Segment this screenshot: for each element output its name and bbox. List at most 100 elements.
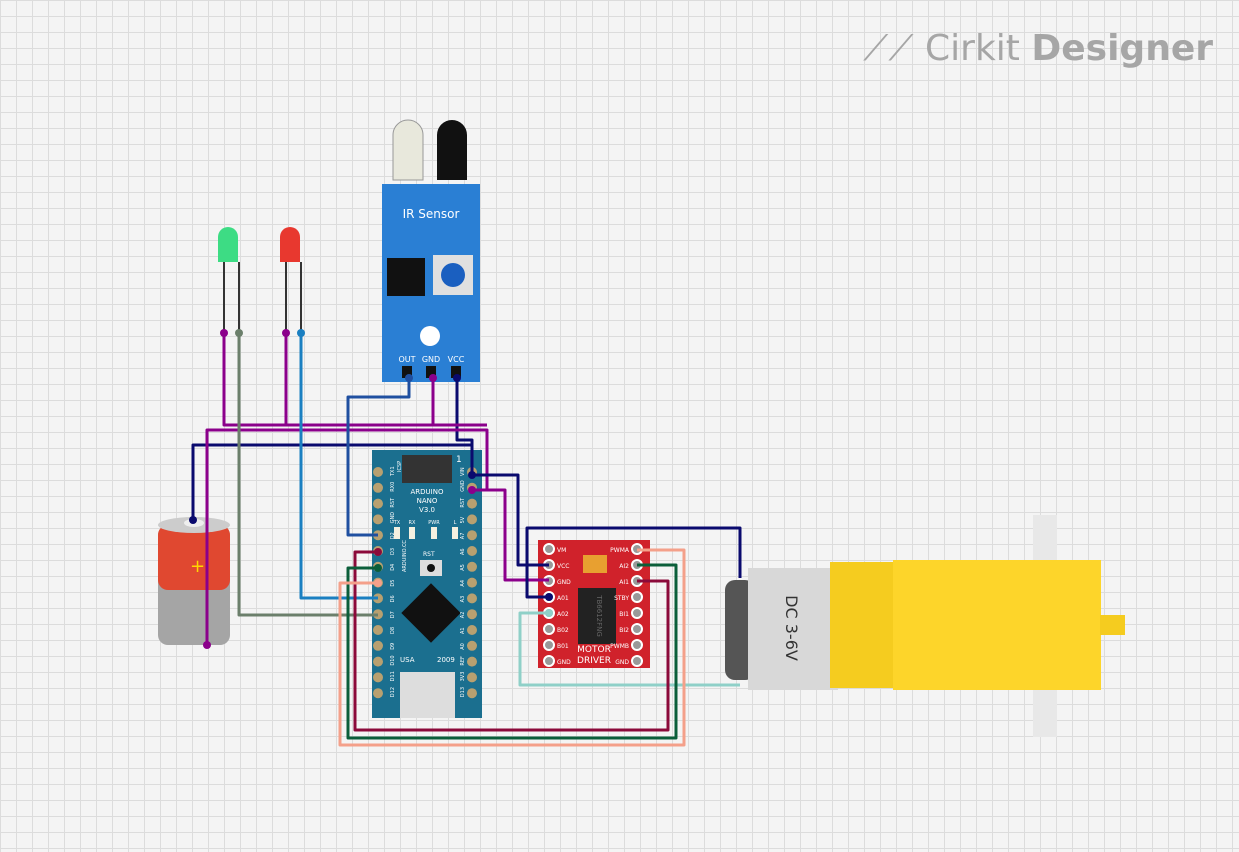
wire-teal[interactable] xyxy=(518,611,740,687)
arduino-led-pwr-label: PWR xyxy=(428,520,440,526)
driver-pin-stby[interactable] xyxy=(631,591,643,603)
nano-pin-label: A6 xyxy=(460,548,466,555)
arduino-usa: USA xyxy=(400,656,415,664)
nano-pin-label: D2 xyxy=(390,532,396,539)
nano-pin-a4[interactable] xyxy=(467,577,477,588)
nano-pin-gnd[interactable] xyxy=(373,514,383,525)
nano-pin-label: A2 xyxy=(460,612,466,619)
wire-navy[interactable] xyxy=(455,378,474,472)
nano-pin-d9[interactable] xyxy=(373,640,383,651)
wire-endpoint xyxy=(468,486,476,494)
wire-maroon[interactable] xyxy=(353,550,670,732)
nano-pin-tx1[interactable] xyxy=(373,467,383,477)
nano-pin-a7[interactable] xyxy=(467,530,477,541)
driver-pin-vm[interactable] xyxy=(543,543,555,555)
arduino-led-pwr xyxy=(431,527,437,539)
nano-pin-label: A5 xyxy=(460,564,466,571)
nano-pin-label: REF xyxy=(460,656,466,666)
wire-endpoint xyxy=(203,641,211,649)
nano-pin-d10[interactable] xyxy=(373,656,383,667)
driver-pin-label: GND xyxy=(615,659,629,666)
driver-pin-label: VCC xyxy=(557,563,569,570)
nano-pin-d12[interactable] xyxy=(373,688,383,699)
driver-pin-gnd[interactable] xyxy=(543,655,555,667)
wire-blue[interactable] xyxy=(299,333,378,600)
ir-pin-out: OUT xyxy=(398,355,415,364)
logo-brand: Cirkit xyxy=(925,28,1020,69)
arduino-nano[interactable]: ICSP ARDUINO NANO V3.0 1 TX RX PWR L ARD… xyxy=(372,450,482,718)
wire-endpoint xyxy=(235,329,243,337)
nano-pin-d11[interactable] xyxy=(373,672,383,683)
nano-pin-label: A1 xyxy=(460,627,466,634)
nano-pin-label: GND xyxy=(390,512,396,524)
driver-pin-label: BI1 xyxy=(619,611,629,618)
nano-pin-label: D13 xyxy=(460,687,466,697)
wire-endpoint xyxy=(468,471,476,479)
nano-pin-label: A3 xyxy=(460,596,466,603)
wire-navy[interactable] xyxy=(525,526,742,599)
wire-endpoint xyxy=(297,329,305,337)
driver-pin-label: A01 xyxy=(557,595,569,602)
driver-title-driver: DRIVER xyxy=(577,656,611,666)
red-led[interactable] xyxy=(280,227,302,333)
green-led[interactable] xyxy=(218,227,240,333)
nano-pin-rx0[interactable] xyxy=(373,482,383,493)
arduino-model: NANO xyxy=(417,497,438,505)
wire-purple[interactable] xyxy=(222,333,487,427)
driver-pin-b01[interactable] xyxy=(543,639,555,651)
driver-pin-label: VM xyxy=(557,547,566,554)
wire-sage[interactable] xyxy=(237,333,378,617)
driver-chip-label: TB6612FNG xyxy=(595,594,603,637)
wire-endpoint xyxy=(429,374,437,382)
driver-pin-label: B02 xyxy=(557,627,569,634)
nano-pin-label: RST xyxy=(460,497,466,508)
arduino-led-tx-label: TX xyxy=(393,520,401,526)
nano-pin-ref[interactable] xyxy=(467,656,477,667)
wire-green[interactable] xyxy=(346,563,678,740)
ir-sensor[interactable]: IR Sensor OUT GND VCC xyxy=(382,119,480,382)
driver-pin-label: A02 xyxy=(557,611,569,618)
wire-endpoint xyxy=(374,564,382,572)
motor-driver[interactable]: TB6612FNG MOTOR DRIVER VM VCC GND A01A02B02… xyxy=(538,540,650,668)
driver-pin-bi1[interactable] xyxy=(631,607,643,619)
wire-ir_out[interactable] xyxy=(346,378,411,537)
nano-pin-3v3[interactable] xyxy=(467,672,477,683)
driver-title-motor: MOTOR xyxy=(577,645,611,655)
nano-pin-label: D12 xyxy=(390,687,396,697)
logo-product: Designer xyxy=(1031,28,1213,69)
wire-endpoint xyxy=(405,374,413,382)
nano-pin-rst[interactable] xyxy=(373,498,383,509)
driver-pin-label: B01 xyxy=(557,643,569,650)
nano-pin-d13[interactable] xyxy=(467,688,477,699)
arduino-led-rx xyxy=(409,527,415,539)
wire-navy[interactable] xyxy=(472,473,549,567)
nano-pin-d8[interactable] xyxy=(373,625,383,635)
nano-pin-rst[interactable] xyxy=(467,498,477,509)
driver-pin-pwmb[interactable] xyxy=(631,639,643,651)
dc-motor[interactable]: DC 3-6V xyxy=(725,515,1125,737)
nano-pin-label: RST xyxy=(390,497,396,508)
nano-pin-5v[interactable] xyxy=(467,514,477,525)
nano-pin-a1[interactable] xyxy=(467,625,477,635)
nano-pin-a0[interactable] xyxy=(467,640,477,651)
battery[interactable]: + xyxy=(158,517,230,645)
driver-pin-label: BI2 xyxy=(619,627,629,634)
nano-pin-label: D11 xyxy=(390,671,396,681)
arduino-version: V3.0 xyxy=(419,506,435,514)
driver-pin-b02[interactable] xyxy=(543,623,555,635)
nano-pin-label: D6 xyxy=(390,595,396,602)
nano-pin-a2[interactable] xyxy=(467,609,477,620)
driver-pin-label: GND xyxy=(557,579,571,586)
driver-pin-gnd[interactable] xyxy=(631,655,643,667)
driver-pin-bi2[interactable] xyxy=(631,623,643,635)
nano-pin-label: D4 xyxy=(390,564,396,571)
nano-pin-a5[interactable] xyxy=(467,561,477,572)
nano-pin-a6[interactable] xyxy=(467,546,477,556)
ir-pin-gnd: GND xyxy=(422,355,440,364)
arduino-icsp-label: ICSP xyxy=(397,461,403,472)
battery-plus-icon: + xyxy=(190,556,205,577)
nano-pin-label: VIN xyxy=(460,467,466,476)
nano-pin-a3[interactable] xyxy=(467,593,477,604)
wire-salmon[interactable] xyxy=(338,548,686,747)
